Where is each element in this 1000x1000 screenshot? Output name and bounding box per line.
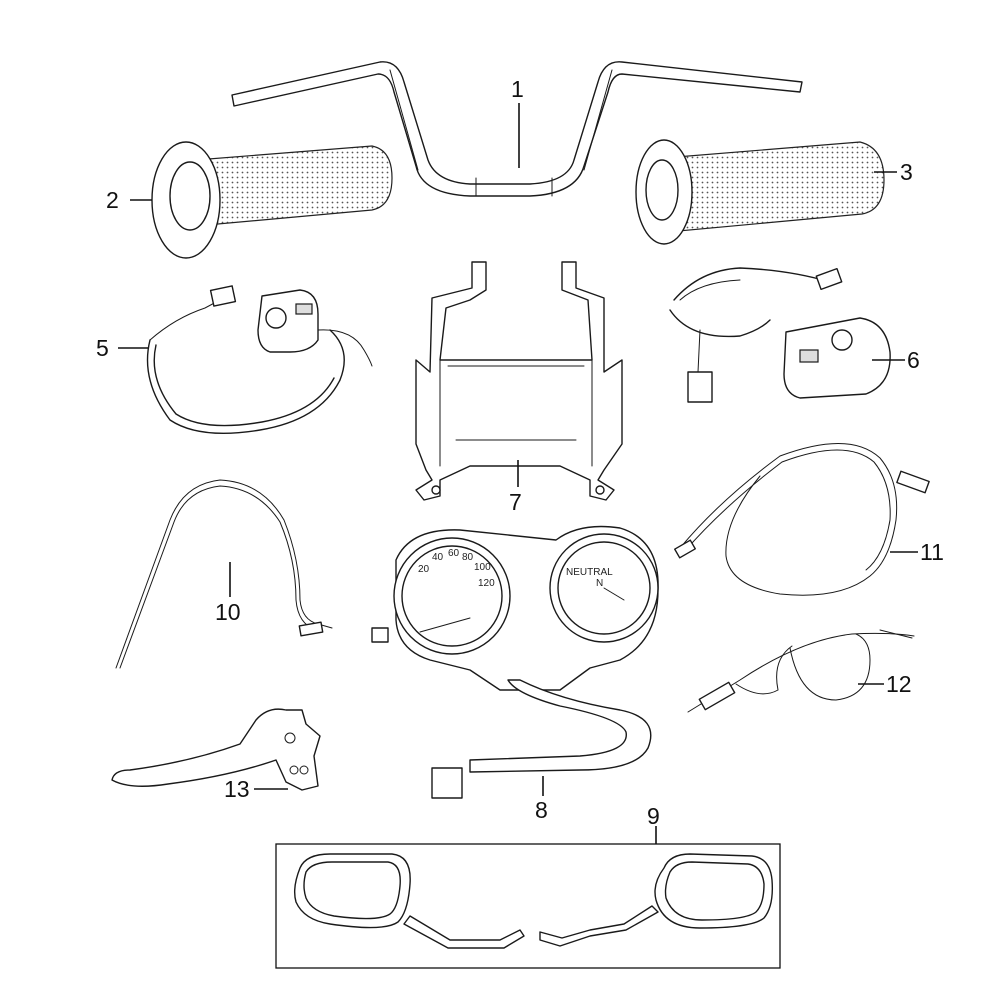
speedo-tick-60: 60	[448, 548, 460, 559]
handlebar	[231, 61, 803, 197]
callout-6: 6	[907, 347, 920, 373]
right-grip	[635, 139, 885, 245]
callout-10: 10	[215, 599, 241, 625]
instrument-bracket	[415, 261, 623, 501]
left-mirror	[293, 853, 525, 949]
speedo-tick-40: 40	[432, 552, 444, 563]
speedo-tick-100: 100	[474, 562, 491, 573]
clutch-cable	[687, 629, 915, 713]
instrument-cluster	[371, 525, 659, 799]
neutral-n-label: N	[596, 578, 603, 589]
clutch-lever	[111, 708, 321, 791]
mirrors-frame	[275, 843, 781, 969]
callout-2: 2	[106, 187, 119, 213]
callout-3: 3	[900, 159, 913, 185]
callout-12: 12	[886, 671, 912, 697]
right-switch-assembly	[669, 267, 891, 403]
right-mirror	[539, 853, 774, 947]
callout-9: 9	[647, 803, 660, 829]
callout-13: 13	[224, 776, 250, 802]
callout-5: 5	[96, 335, 109, 361]
callout-8: 8	[535, 797, 548, 823]
speedo-tick-80: 80	[462, 552, 474, 563]
speedo-tick-120: 120	[478, 578, 495, 589]
left-grip	[151, 141, 393, 259]
callout-11: 11	[920, 539, 944, 565]
throttle-cable	[115, 479, 333, 669]
callout-7: 7	[509, 489, 522, 515]
speedo-tick-20: 20	[418, 564, 430, 575]
callout-1: 1	[511, 76, 524, 102]
neutral-label: NEUTRAL	[566, 567, 613, 578]
leader-lines	[118, 103, 918, 844]
speedometer-cable	[674, 443, 930, 596]
left-switch-assembly	[146, 285, 373, 434]
